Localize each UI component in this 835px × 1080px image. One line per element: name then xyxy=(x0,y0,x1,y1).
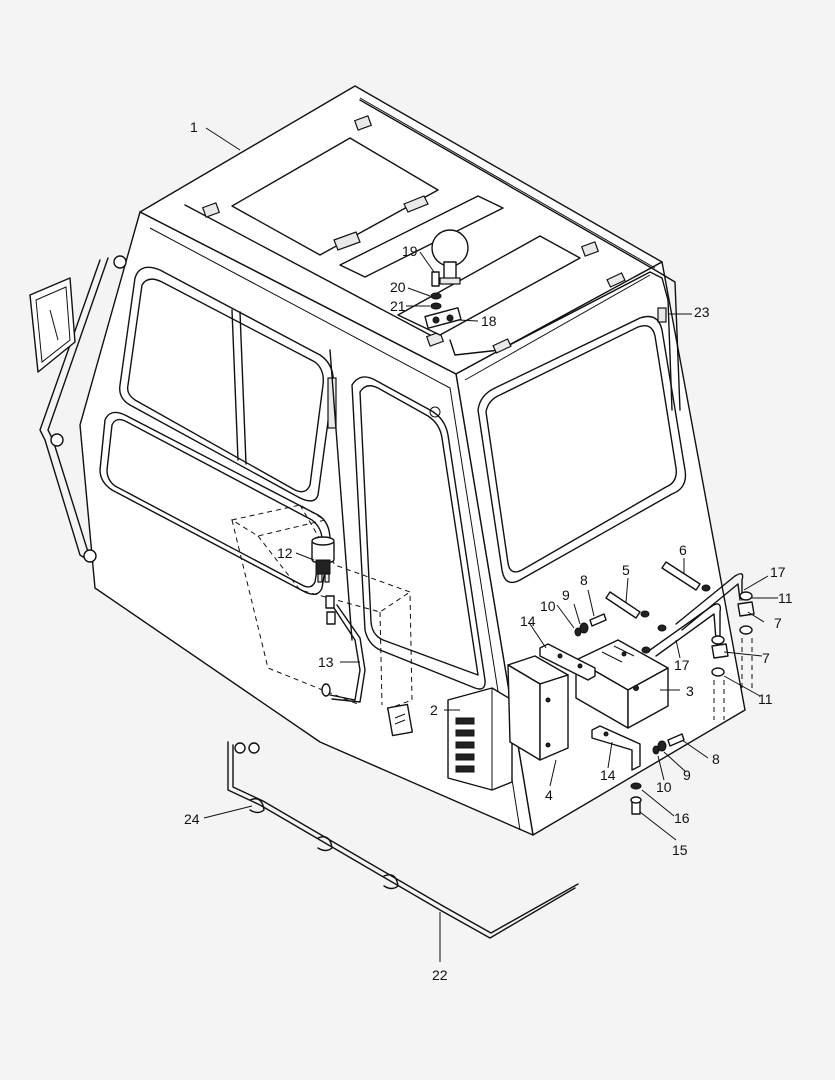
callout-14b: 14 xyxy=(600,767,616,783)
callout-4: 4 xyxy=(545,787,553,803)
callout-10a: 10 xyxy=(540,598,556,614)
callout-17b: 17 xyxy=(674,657,690,673)
mirror-assembly xyxy=(29,255,127,563)
callout-21: 21 xyxy=(390,298,406,314)
callout-13: 13 xyxy=(318,654,334,670)
callout-11a: 11 xyxy=(778,590,793,606)
switch-12 xyxy=(311,536,335,583)
wire-harness-22 xyxy=(227,741,579,939)
callout-2: 2 xyxy=(430,702,438,718)
callout-20: 20 xyxy=(390,279,406,295)
roof-rails xyxy=(184,99,681,411)
bracket-14-lower xyxy=(591,725,641,771)
callout-12: 12 xyxy=(277,545,293,561)
callout-24: 24 xyxy=(184,811,200,827)
callout-23: 23 xyxy=(694,304,710,320)
callout-8b: 8 xyxy=(712,751,720,767)
roof-hatch xyxy=(231,137,581,336)
callout-6: 6 xyxy=(679,542,687,558)
callout-7a: 7 xyxy=(774,615,782,631)
callout-10b: 10 xyxy=(656,779,672,795)
bracket-14-upper xyxy=(539,643,596,681)
callout-5: 5 xyxy=(622,562,630,578)
callout-labels: 1 2 3 4 5 6 7 7 8 8 9 9 10 10 11 11 12 1… xyxy=(184,119,793,983)
callout-19: 19 xyxy=(402,243,418,259)
front-windshield xyxy=(477,315,687,584)
callout-8a: 8 xyxy=(580,572,588,588)
beacon-lamp xyxy=(424,229,469,329)
callout-18: 18 xyxy=(481,313,497,329)
pipes xyxy=(605,561,755,720)
side-windows xyxy=(99,266,334,595)
callout-7b: 7 xyxy=(762,650,770,666)
callout-22: 22 xyxy=(432,967,448,983)
door-window xyxy=(327,349,486,690)
harness-13 xyxy=(321,595,413,737)
callout-1: 1 xyxy=(190,119,198,135)
callout-16: 16 xyxy=(674,810,690,826)
callout-15: 15 xyxy=(672,842,688,858)
fuse-box xyxy=(447,687,513,791)
fasteners xyxy=(574,613,685,815)
callout-17a: 17 xyxy=(770,564,786,580)
callout-11b: 11 xyxy=(758,691,773,707)
callout-9a: 9 xyxy=(562,587,570,603)
callout-3: 3 xyxy=(686,683,694,699)
leader-lines xyxy=(203,127,778,962)
control-box xyxy=(507,655,569,761)
callout-14a: 14 xyxy=(520,613,536,629)
callout-9b: 9 xyxy=(683,767,691,783)
